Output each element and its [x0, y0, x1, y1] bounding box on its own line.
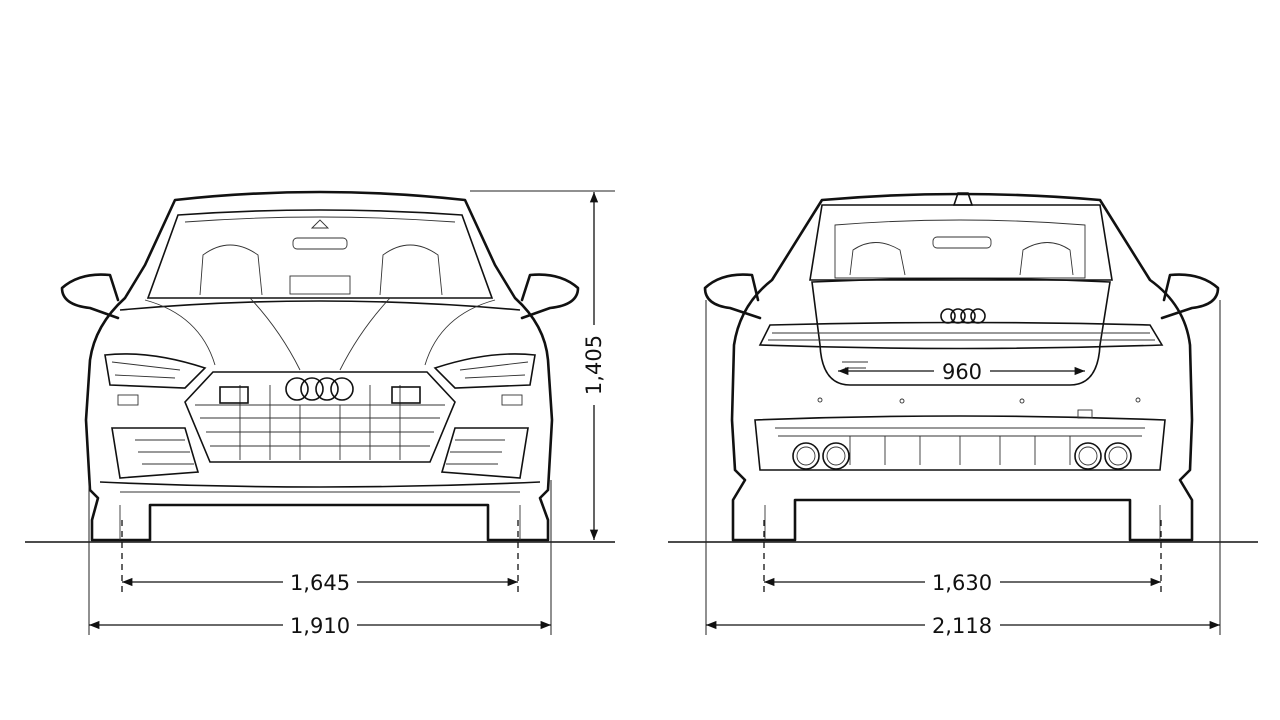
- front-dimensions: 1,645 1,910 1,405: [88, 190, 615, 638]
- rear-dimensions: 960 1,630 2,118: [705, 300, 1221, 638]
- width-with-mirrors-label: 2,118: [932, 614, 992, 638]
- exhaust-tips: [792, 442, 1132, 470]
- loading-width-label: 960: [942, 360, 982, 384]
- front-view-car: [60, 190, 580, 542]
- rear-four-rings-logo-icon: [940, 308, 986, 324]
- rear-view-car: [703, 192, 1220, 542]
- front-track-width-label: 1,645: [290, 571, 350, 595]
- rear-track-width-label: 1,630: [932, 571, 992, 595]
- four-rings-logo-icon: [285, 377, 354, 401]
- front-overall-width-label: 1,910: [290, 614, 350, 638]
- height-label: 1,405: [582, 335, 606, 395]
